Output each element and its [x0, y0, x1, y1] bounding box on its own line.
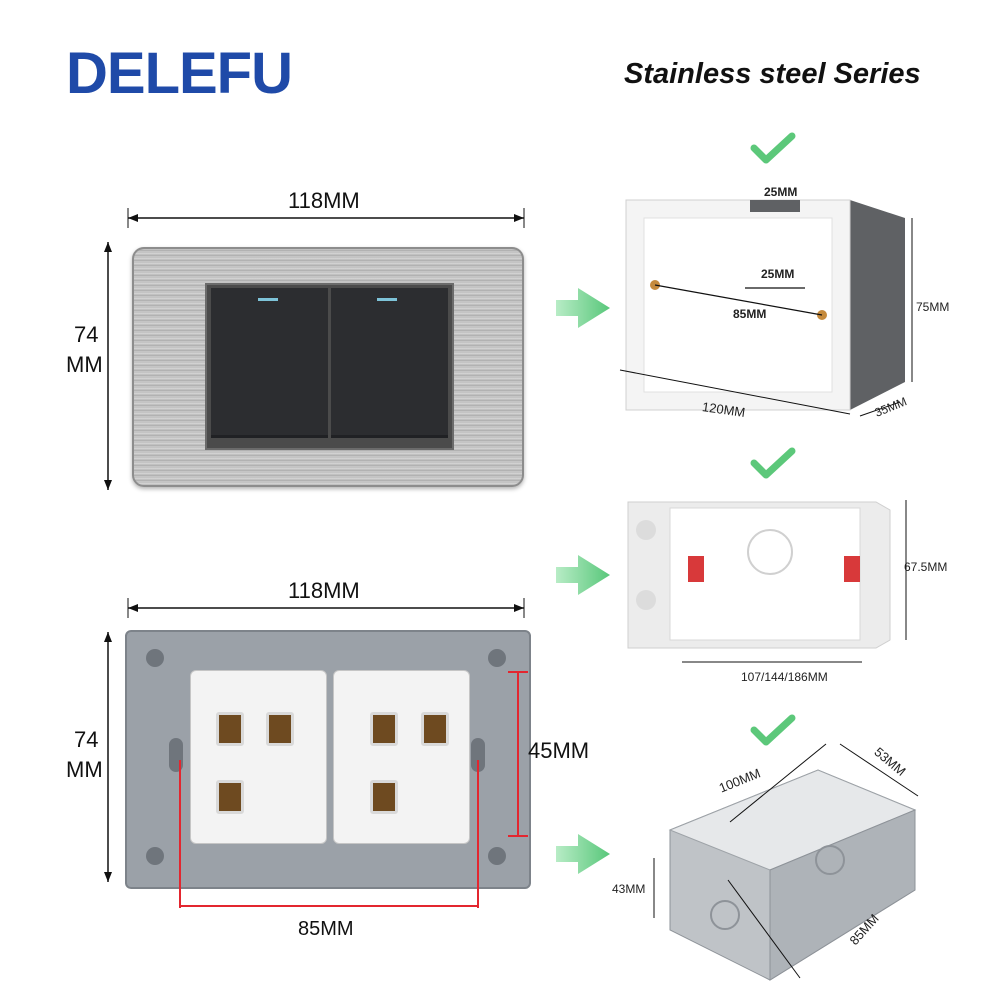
rocker-left[interactable]: [211, 288, 328, 438]
box1-hole-spacing: 85MM: [733, 307, 767, 321]
switch-module-right: [333, 670, 470, 844]
indicator-led-left: [258, 298, 278, 301]
green-arrow-icon: [556, 288, 610, 328]
terminal-screw: [216, 712, 244, 746]
front-height-number: 74: [74, 322, 99, 347]
back-height-unit: MM: [66, 757, 103, 782]
pvc-box-2: [627, 500, 907, 663]
series-title: Stainless steel Series: [624, 58, 921, 90]
metal-box-3: [653, 743, 919, 981]
back-height-number: 74: [74, 727, 99, 752]
green-arrow-icon: [556, 555, 610, 595]
hole-spacing-label: 85MM: [298, 918, 354, 940]
brand-logo: DELEFU: [66, 41, 293, 106]
hole-height-label: 45MM: [528, 738, 590, 763]
check-icon: [750, 132, 796, 164]
terminal-screw: [216, 780, 244, 814]
check-icon: [750, 447, 796, 479]
box2-lengths: 107/144/186MM: [741, 670, 828, 684]
check-icon: [750, 714, 796, 746]
box1-top-width: 25MM: [764, 185, 798, 199]
box3-height: 43MM: [612, 882, 646, 896]
box1-inner-width: 25MM: [761, 267, 795, 281]
terminal-screw: [370, 712, 398, 746]
box2-height: 67.5MM: [904, 560, 948, 574]
terminal-screw: [266, 712, 294, 746]
pvc-box-1: [619, 199, 913, 417]
green-arrow-icon: [556, 834, 610, 874]
box1-height: 75MM: [916, 300, 950, 314]
rocker-right[interactable]: [331, 288, 448, 438]
front-width-label: 118MM: [288, 188, 360, 213]
front-height-unit: MM: [66, 352, 103, 377]
indicator-led-right: [377, 298, 397, 301]
back-width-label: 118MM: [288, 578, 360, 603]
switch-module-left: [190, 670, 327, 844]
terminal-screw: [370, 780, 398, 814]
mounting-holes: [146, 649, 506, 865]
terminal-screw: [421, 712, 449, 746]
